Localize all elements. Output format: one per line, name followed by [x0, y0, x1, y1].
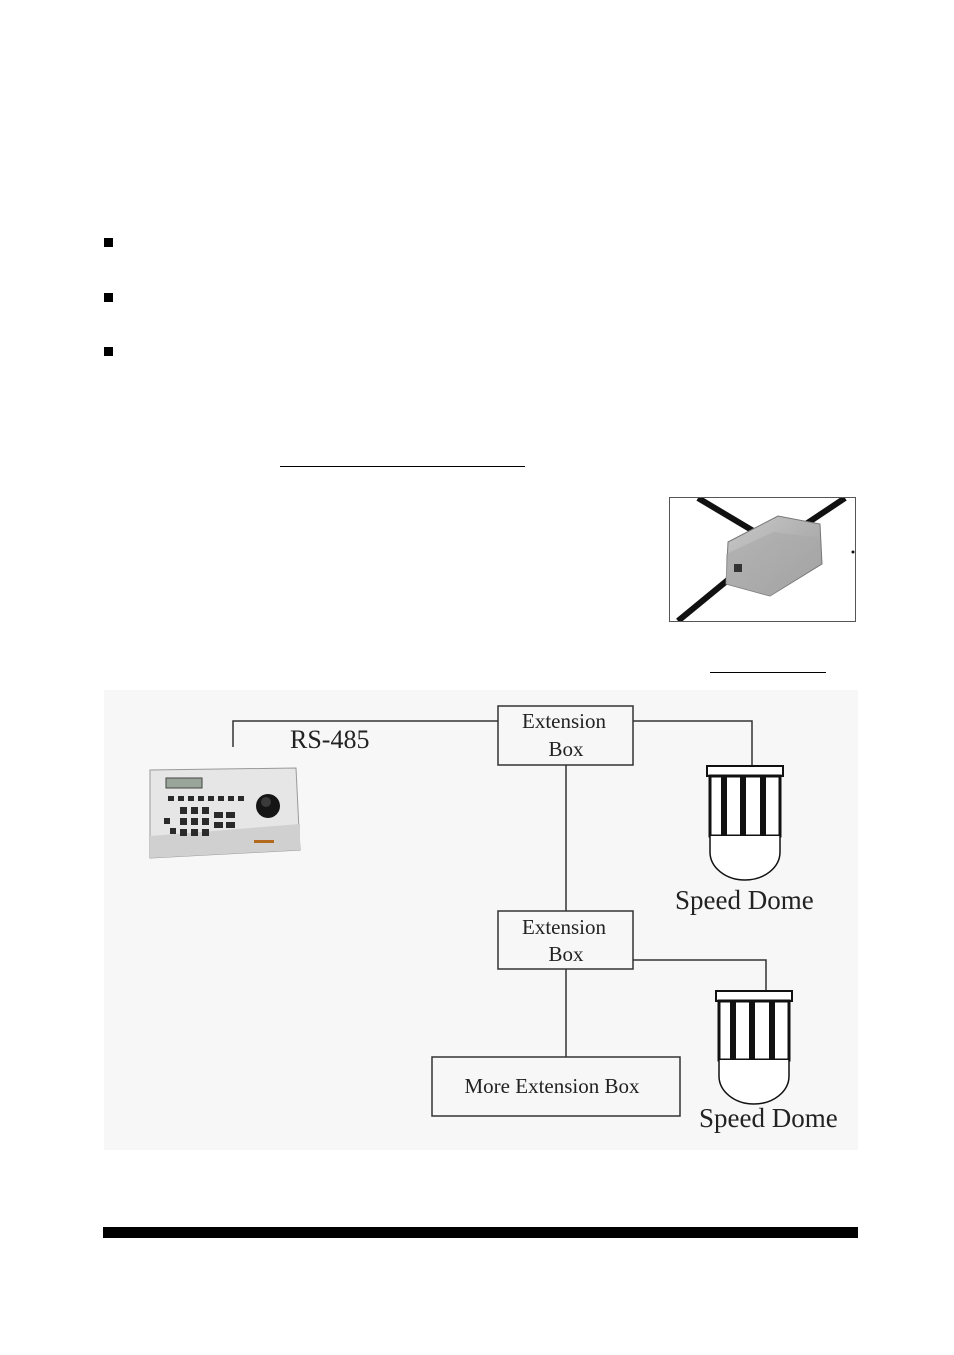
- extension-box-1: [497, 705, 634, 766]
- section-heading-underline: [280, 466, 525, 467]
- rs485-wire: [232, 720, 498, 747]
- more-extension-box: [431, 1056, 681, 1117]
- extension-box-1-line1: Extension: [522, 709, 606, 733]
- control-keyboard-icon: [149, 767, 301, 859]
- bullet-marker-2: [104, 293, 113, 302]
- extension-box-1-line2: Box: [548, 737, 584, 761]
- speed-dome-2-icon: [715, 990, 793, 1105]
- extension-box-2: [497, 910, 634, 970]
- speed-dome-1-label: Speed Dome: [675, 885, 814, 915]
- dome-1-wire: [633, 720, 753, 766]
- more-extension-box-label: More Extension Box: [465, 1074, 640, 1098]
- bullet-marker-3: [104, 347, 113, 356]
- speed-dome-2-label: Speed Dome: [699, 1103, 838, 1133]
- photo-caption-underline: [710, 672, 826, 673]
- extension-box-2-line1: Extension: [522, 915, 606, 939]
- extension-box-photo-graphic: [676, 498, 855, 621]
- rs485-label: RS-485: [290, 725, 369, 754]
- dome-2-wire: [633, 959, 767, 991]
- bullet-marker-1: [104, 238, 113, 247]
- extension-box-2-line2: Box: [548, 942, 584, 966]
- extension-box-photo: [669, 497, 856, 622]
- footer-rule: [103, 1227, 858, 1238]
- rs485-wiring-diagram: RS-485 Extension Box Extension Box More …: [104, 690, 858, 1150]
- speed-dome-1-icon: [706, 765, 784, 881]
